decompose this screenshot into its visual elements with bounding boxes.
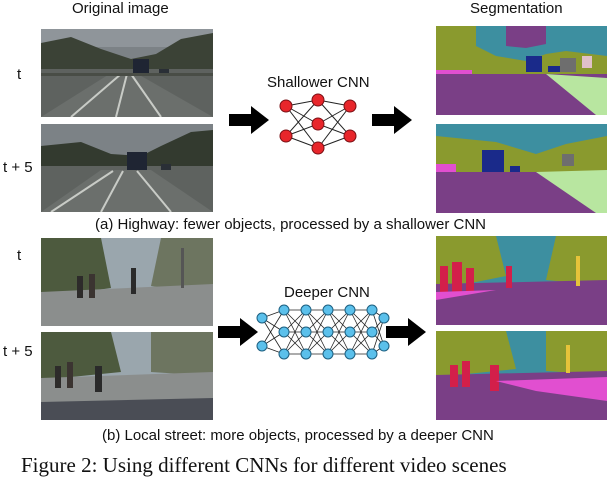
highway-segmentation-t [436,26,607,115]
deep-node [322,304,334,316]
deep-node [256,340,268,352]
shallow-node [311,141,325,155]
deep-node [344,326,356,338]
deep-node [366,326,378,338]
street-segmentation-t [436,236,607,325]
highway-photo-t5 [41,124,213,212]
original-image-header: Original image [72,0,169,17]
street-photo-t [41,238,213,326]
highway-caption: (a) Highway: fewer objects, processed by… [95,216,486,233]
deep-node [278,326,290,338]
street-output-arrow-icon [386,318,426,346]
street-caption: (b) Local street: more objects, processe… [102,427,494,444]
deep-node [344,348,356,360]
shallow-node [311,117,325,131]
highway-input-arrow-icon [229,106,269,134]
figure-caption: Figure 2: Using different CNNs for diffe… [21,453,507,477]
deep-node [322,326,334,338]
deep-node [322,348,334,360]
deep-node [366,348,378,360]
street-segmentation-t5 [436,331,607,420]
highway-t-label: t [17,66,22,83]
shallow-node [279,99,293,113]
deep-cnn-diagram [256,304,390,360]
shallow-node [343,129,357,143]
deep-node [300,348,312,360]
shallow-node [343,99,357,113]
deep-node [278,304,290,316]
highway-segmentation-t5 [436,124,607,213]
deep-node [278,348,290,360]
street-t5-label: t + 5 [3,343,33,360]
deep-node [344,304,356,316]
highway-output-arrow-icon [372,106,412,134]
segmentation-header: Segmentation [470,0,563,17]
street-t-label: t [17,247,22,264]
shallow-node [279,129,293,143]
deep-node [256,312,268,324]
shallow-node [311,93,325,107]
deep-node [300,326,312,338]
deep-node [366,304,378,316]
street-photo-t5 [41,332,213,420]
street-input-arrow-icon [218,318,258,346]
deep-node [378,340,390,352]
deep-node [378,312,390,324]
deep-node [300,304,312,316]
shallow-cnn-diagram [279,93,357,155]
highway-photo-t [41,29,213,117]
highway-t5-label: t + 5 [3,159,33,176]
deep-cnn-label: Deeper CNN [284,284,370,301]
shallow-cnn-label: Shallower CNN [267,74,370,91]
